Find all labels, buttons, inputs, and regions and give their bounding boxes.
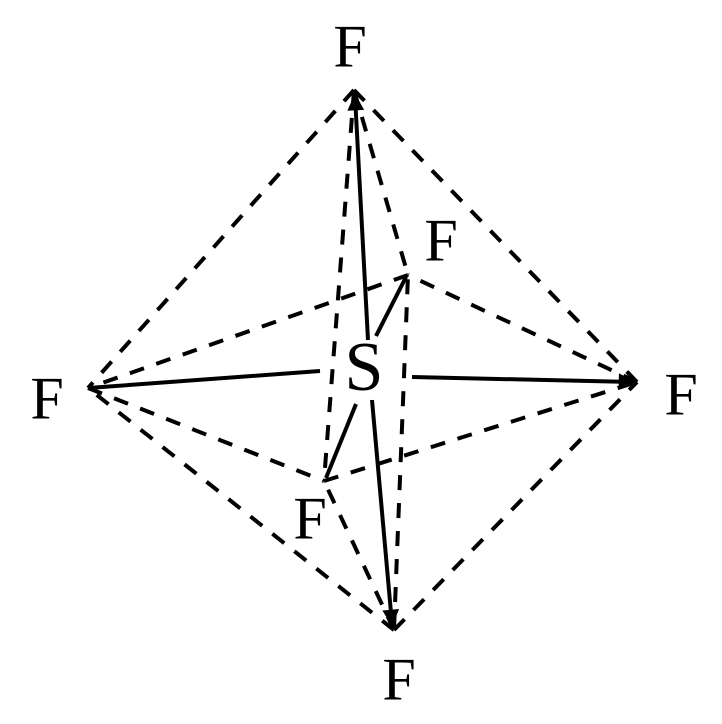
bond-S-F_top — [347, 93, 370, 341]
octahedron-edge-F_top-F_left — [86, 88, 356, 390]
bond-S-F_bottom — [370, 399, 400, 627]
octahedron-edges-layer — [86, 88, 639, 632]
atom-label-f_back: F — [424, 207, 457, 273]
octahedron-edge-F_top-F_front — [322, 89, 356, 482]
atom-label-f_right: F — [664, 361, 697, 427]
atom-label-f_bottom: F — [382, 646, 415, 712]
octahedron-edge-F_right-F_back — [407, 273, 638, 384]
atom-label-f_left: F — [30, 365, 63, 431]
octahedron-edge-F_top-F_right — [352, 88, 639, 384]
octahedron-edge-F_left-F_front — [87, 386, 325, 483]
bond-S-F_left — [87, 369, 321, 390]
octahedron-edge-F_bottom-F_left — [86, 386, 396, 632]
octahedron-edge-F_bottom-F_right — [392, 380, 639, 632]
octahedron-edge-F_bottom-F_back — [392, 274, 410, 631]
atom-label-f_top: F — [333, 13, 366, 79]
octahedron-edge-F_back-F_left — [87, 273, 409, 390]
octahedron-edge-F_bottom-F_front — [322, 480, 396, 631]
bonds-layer — [87, 93, 636, 627]
atom-label-s: S — [345, 329, 384, 406]
octahedron-edge-F_top-F_back — [352, 89, 410, 276]
bond-S-F_right — [411, 373, 636, 391]
bond-S-F_front — [324, 403, 358, 479]
bond-S-F_back — [374, 276, 408, 337]
atom-label-f_front: F — [293, 485, 326, 551]
